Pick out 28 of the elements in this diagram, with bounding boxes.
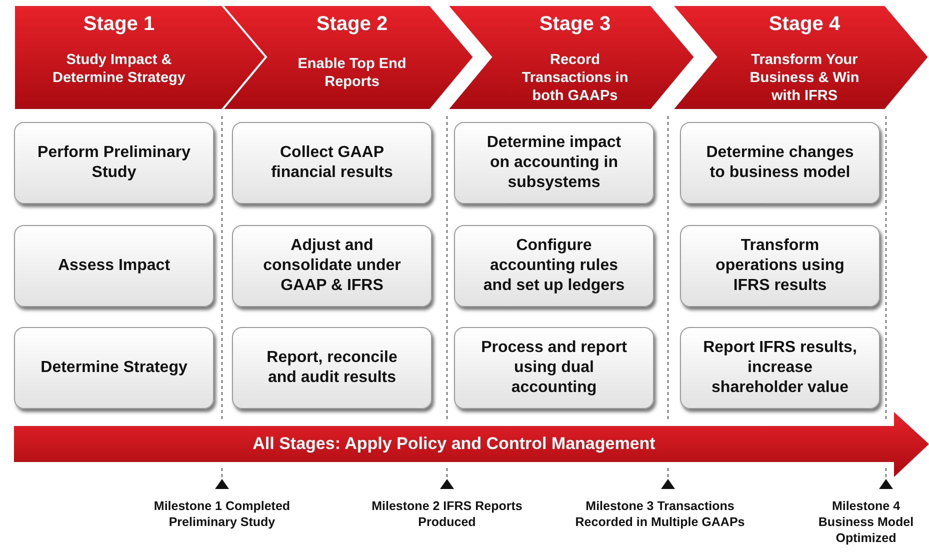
stage-header	[447, 5, 695, 110]
stage-title: Stage 4	[768, 13, 842, 36]
stage-header	[222, 5, 474, 110]
milestone-label: Milestone 3 Transactions Recorded in Multiple GAAPs	[574, 498, 746, 530]
task-box: Assess Impact	[14, 225, 214, 307]
stage-title: Stage 3	[538, 13, 612, 36]
task-box: Determine Strategy	[14, 327, 214, 409]
stage-title: Stage 1	[82, 13, 156, 36]
task-box: Collect GAAP financial results	[232, 122, 432, 204]
stage-description: Enable Top End Reports	[296, 55, 408, 91]
stage-description: Transform Your Business & Win with IFRS	[748, 51, 860, 105]
stage-description: Record Transactions in both GAAPs	[520, 51, 630, 105]
task-box: Perform Preliminary Study	[14, 122, 214, 204]
task-box: Determine impact on accounting in subsystems	[454, 122, 654, 204]
milestone-label: Milestone 1 Completed Preliminary Study	[152, 498, 292, 530]
milestone-label: Milestone 4 Business Model Optimized	[817, 498, 915, 546]
task-box: Configure accounting rules and set up ledgers	[454, 225, 654, 307]
band-label: All Stages: Apply Policy and Control Management	[252, 434, 656, 454]
task-box: Process and report using dual accounting	[454, 327, 654, 409]
task-box: Adjust and consolidate under GAAP & IFRS	[232, 225, 432, 307]
stage-title: Stage 2	[315, 13, 389, 36]
milestone-label: Milestone 2 IFRS Reports Produced	[370, 498, 524, 530]
stage-description: Study Impact & Determine Strategy	[52, 51, 186, 87]
task-box: Report IFRS results, increase shareholder value	[680, 327, 880, 409]
task-box: Determine changes to business model	[680, 122, 880, 204]
stage-header	[672, 5, 929, 110]
task-box: Transform operations using IFRS results	[680, 225, 880, 307]
task-box: Report, reconcile and audit results	[232, 327, 432, 409]
